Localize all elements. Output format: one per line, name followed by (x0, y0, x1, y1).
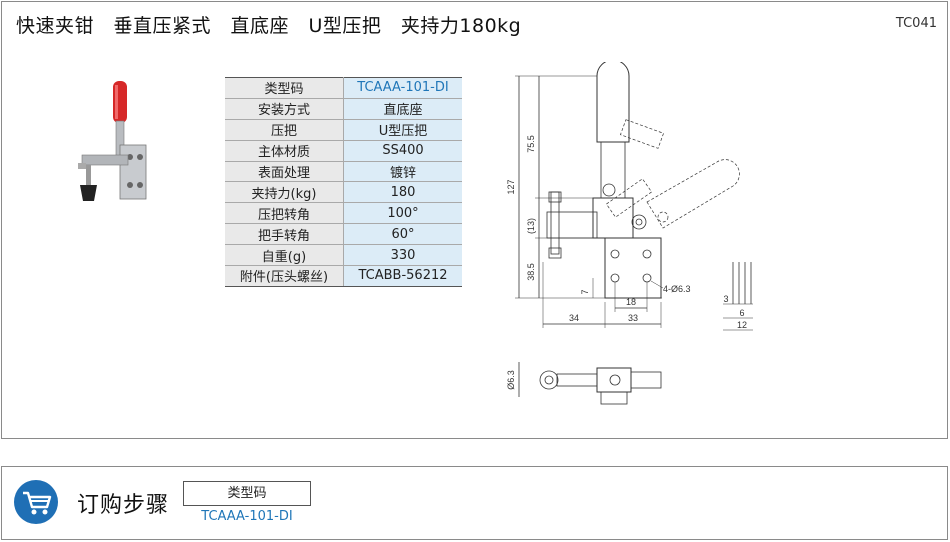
spec-label: 表面处理 (225, 161, 344, 183)
product-photo (78, 81, 147, 201)
dim-38-5: 38.5 (526, 263, 536, 281)
dim-3: 3 (723, 294, 728, 304)
spec-value: TCABB-56212 (343, 265, 462, 287)
spec-value: 直底座 (343, 98, 462, 120)
dim-12: 12 (737, 320, 747, 330)
table-row: 表面处理镀锌 (225, 161, 462, 183)
dim-7: 7 (580, 289, 590, 294)
page-title: 快速夹钳 垂直压紧式 直底座 U型压把 夹持力180kg (16, 15, 522, 37)
spec-value: 60° (343, 223, 462, 246)
spec-label: 压把 (225, 119, 344, 141)
cart-icon (14, 480, 58, 524)
dim-13: (13) (526, 218, 536, 234)
table-row: 自重(g)330 (225, 244, 462, 267)
order-steps-title: 订购步骤 (77, 493, 170, 518)
spec-label: 自重(g) (225, 244, 344, 267)
spec-value: 镀锌 (343, 161, 462, 183)
spec-label: 压把转角 (225, 202, 344, 225)
spec-label: 主体材质 (225, 140, 344, 162)
spec-label: 类型码 (225, 77, 344, 99)
dim-75-5: 75.5 (526, 135, 536, 153)
table-row: 夹持力(kg)180 (225, 181, 462, 204)
spec-value: 180 (343, 181, 462, 204)
spec-value: TCAAA-101-DI (343, 77, 462, 99)
spec-label: 夹持力(kg) (225, 181, 344, 204)
spec-value: 330 (343, 244, 462, 267)
dim-127: 127 (506, 179, 516, 194)
spec-label: 安装方式 (225, 98, 344, 120)
table-row: 附件(压头螺丝)TCABB-56212 (225, 265, 462, 287)
spec-label: 附件(压头螺丝) (225, 265, 344, 287)
table-row: 安装方式直底座 (225, 98, 462, 120)
type-code-label: 类型码 (183, 481, 311, 506)
dim-34: 34 (569, 313, 579, 323)
dim-33: 33 (628, 313, 638, 323)
technical-drawing: 127 75.5 (13) 38.5 18 34 33 (506, 62, 753, 405)
order-steps-panel: 订购步骤 类型码 TCAAA-101-DI (1, 466, 948, 540)
dim-18: 18 (626, 297, 636, 307)
dim-hole: 4-Ø6.3 (663, 284, 691, 294)
spec-value: 100° (343, 202, 462, 225)
dim-6: 6 (739, 308, 744, 318)
dim-pivot: Ø6.3 (506, 370, 516, 390)
spec-value: U型压把 (343, 119, 462, 141)
spec-label: 把手转角 (225, 223, 344, 246)
type-code-value[interactable]: TCAAA-101-DI (201, 509, 293, 524)
spec-value: SS400 (343, 140, 462, 162)
product-code: TC041 (895, 16, 937, 31)
